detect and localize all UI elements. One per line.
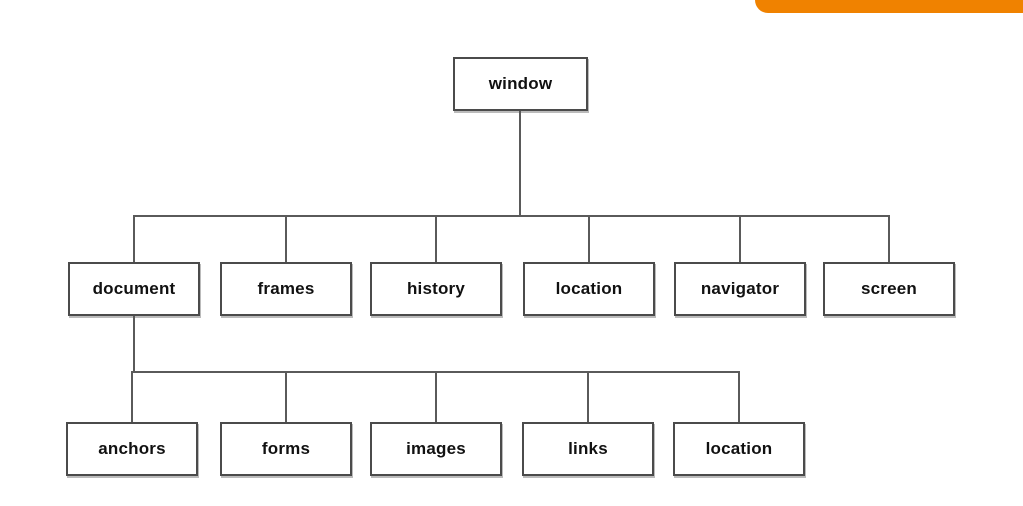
connector-stub-forms: [285, 371, 287, 423]
connector-window-down: [519, 111, 521, 216]
connector-stub-location2: [738, 371, 740, 423]
connector-stub-navigator: [739, 215, 741, 263]
connector-stub-screen: [888, 215, 890, 263]
tree-node-label: navigator: [700, 279, 780, 298]
tree-node-label: screen: [860, 279, 918, 298]
connector-stub-anchors: [131, 371, 133, 423]
tree-node-label: forms: [261, 439, 311, 458]
tree-node-location: location: [523, 262, 655, 316]
connector-stub-location: [588, 215, 590, 263]
tree-node-label: window: [488, 74, 553, 93]
tree-node-forms: forms: [220, 422, 352, 476]
orange-corner-banner: [755, 0, 1023, 13]
tree-node-links: links: [522, 422, 654, 476]
connector-level2-horizontal: [133, 215, 890, 217]
tree-node-location-child: location: [673, 422, 805, 476]
tree-node-label: location: [555, 279, 623, 298]
tree-node-label: document: [92, 279, 176, 298]
connector-stub-history: [435, 215, 437, 263]
connector-stub-images: [435, 371, 437, 423]
tree-node-label: anchors: [98, 439, 166, 458]
tree-node-label: links: [568, 439, 608, 458]
tree-node-screen: screen: [823, 262, 955, 316]
tree-node-frames: frames: [220, 262, 352, 316]
connector-document-down: [133, 316, 135, 371]
connector-stub-links: [587, 371, 589, 423]
connector-stub-document: [133, 215, 135, 263]
tree-node-label: history: [406, 279, 466, 298]
tree-node-anchors: anchors: [66, 422, 198, 476]
tree-node-label: location: [705, 439, 773, 458]
tree-node-navigator: navigator: [674, 262, 806, 316]
tree-node-images: images: [370, 422, 502, 476]
tree-node-history: history: [370, 262, 502, 316]
tree-node-document: document: [68, 262, 200, 316]
tree-node-label: images: [406, 439, 466, 458]
tree-node-label: frames: [257, 279, 315, 298]
connector-stub-frames: [285, 215, 287, 263]
tree-node-window: window: [453, 57, 588, 111]
